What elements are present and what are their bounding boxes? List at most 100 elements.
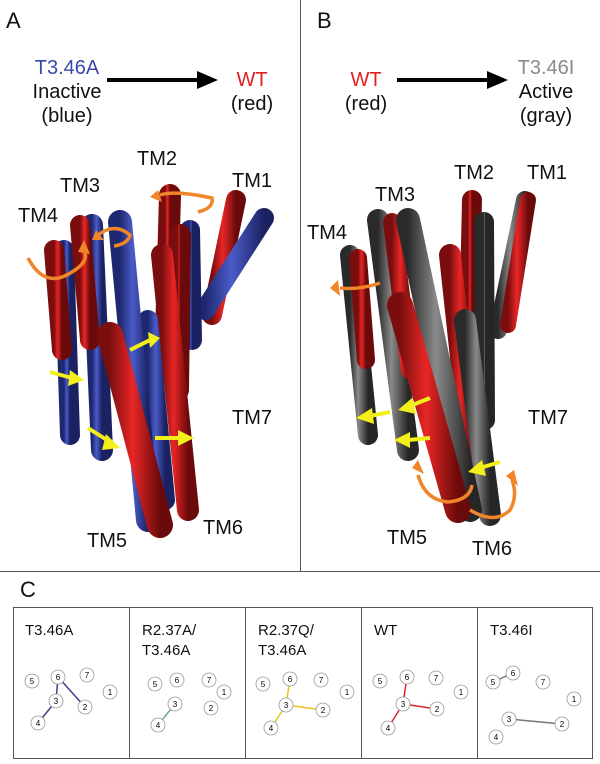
b-label-tm4: TM4 [307,222,347,244]
network-node: 6 [505,665,521,681]
network-node-label: 4 [156,721,161,730]
panel-b-arrow [397,71,508,89]
network-node: 2 [554,716,570,732]
b-label-tm3: TM3 [375,184,415,206]
a-orange-arrowheads [78,190,162,254]
b-orange-arrowheads [330,280,518,486]
a-yellow-arrows [49,332,194,450]
network-node: 7 [535,674,551,690]
network-node-label: 1 [345,688,350,697]
b-tm7-gray [474,212,495,430]
a-orange-arrows [26,191,214,281]
network-node: 1 [102,684,118,700]
network-node: 6 [399,669,415,685]
network-node: 2 [315,702,331,718]
a-tm6-blue [138,310,175,510]
panel-a-to: WT (red) [222,68,282,116]
network-node: 2 [429,701,445,717]
panel-b-to-state: Active [518,81,574,103]
network-cell: WT 1 2 3 4 5 6 7 [361,607,477,759]
a-label-tm3: TM3 [60,175,100,197]
network-node-label: 3 [173,700,178,709]
b-tm5-gray [396,208,482,522]
network-node: 5 [372,673,388,689]
a-label-tm6: TM6 [203,517,243,539]
b-label-tm6: TM6 [472,538,512,560]
a-tm5-red [97,322,173,538]
network-node-label: 5 [378,677,383,686]
network-node-label: 2 [435,705,440,714]
network-node-label: 4 [269,724,274,733]
b-label-tm2: TM2 [454,162,494,184]
network-cell-title-line: R2.37Q/ [258,622,314,639]
b-label-tm1: TM1 [527,162,567,184]
network-node-label: 7 [207,676,212,685]
network-node-label: 3 [401,700,406,709]
network-node-label: 2 [560,720,565,729]
panel-a-from-state: Inactive [32,81,102,103]
network-node-label: 1 [222,688,227,697]
network-node: 1 [216,684,232,700]
panel-a-arrow [107,71,218,89]
panel-a-from-name: T3.46A [34,57,100,79]
network-node: 7 [428,670,444,686]
network-cell-title-line: T3.46A [258,642,307,659]
b-tm4-red [349,249,375,369]
network-node: 1 [566,691,582,707]
network-node-label: 3 [284,701,289,710]
panel-b-from-color: (red) [344,93,388,115]
network-node-label: 3 [54,697,59,706]
network-node-label: 3 [507,715,512,724]
a-label-tm4: TM4 [18,205,58,227]
panel-b-frame [300,0,600,572]
network-node: 7 [201,672,217,688]
panel-b-helix-bundle [330,190,536,526]
network-node-label: 6 [511,669,516,678]
network-cell-title-line: T3.46A [142,642,191,659]
network-node: 3 [48,693,64,709]
a-label-tm7: TM7 [232,407,272,429]
network-node: 6 [169,672,185,688]
b-tm5-red [387,292,471,523]
network-cell-title-line: T3.46A [25,622,74,639]
network-node-label: 7 [541,678,546,687]
network-node-label: 2 [321,706,326,715]
panel-a-helix-bundle [26,184,274,538]
b-label-tm7: TM7 [528,407,568,429]
network-cell-title: WT [374,621,397,641]
network-node-label: 6 [405,673,410,682]
network-node: 3 [501,711,517,727]
panel-a-from: T3.46A Inactive (blue) [12,56,122,128]
network-cell-title-line: WT [374,622,398,639]
network-cell-title: R2.37A/T3.46A [142,621,196,661]
network-node-label: 5 [261,680,266,689]
network-node: 4 [380,720,396,736]
network-cell-title-line: R2.37A/ [142,622,197,639]
network-node-label: 4 [386,724,391,733]
network-node: 7 [79,667,95,683]
network-node: 5 [147,676,163,692]
panel-a-letter: A [6,8,21,33]
network-cell-title: T3.46I [490,621,533,641]
network-node-label: 7 [434,674,439,683]
network-node: 1 [453,684,469,700]
network-edge [508,718,563,725]
network-node-label: 2 [83,703,88,712]
network-node: 4 [150,717,166,733]
panel-c-container [13,607,593,759]
network-node: 6 [282,671,298,687]
network-node-label: 5 [153,680,158,689]
panel-b-to-color: (gray) [519,105,573,127]
network-node-label: 1 [459,688,464,697]
b-tm3-gray [367,209,419,461]
network-node: 6 [50,669,66,685]
a-label-tm1: TM1 [232,170,272,192]
network-node: 5 [24,673,40,689]
a-tm3-red [70,215,100,350]
panel-c-letter: C [20,577,36,602]
b-tm1-red [500,192,536,333]
